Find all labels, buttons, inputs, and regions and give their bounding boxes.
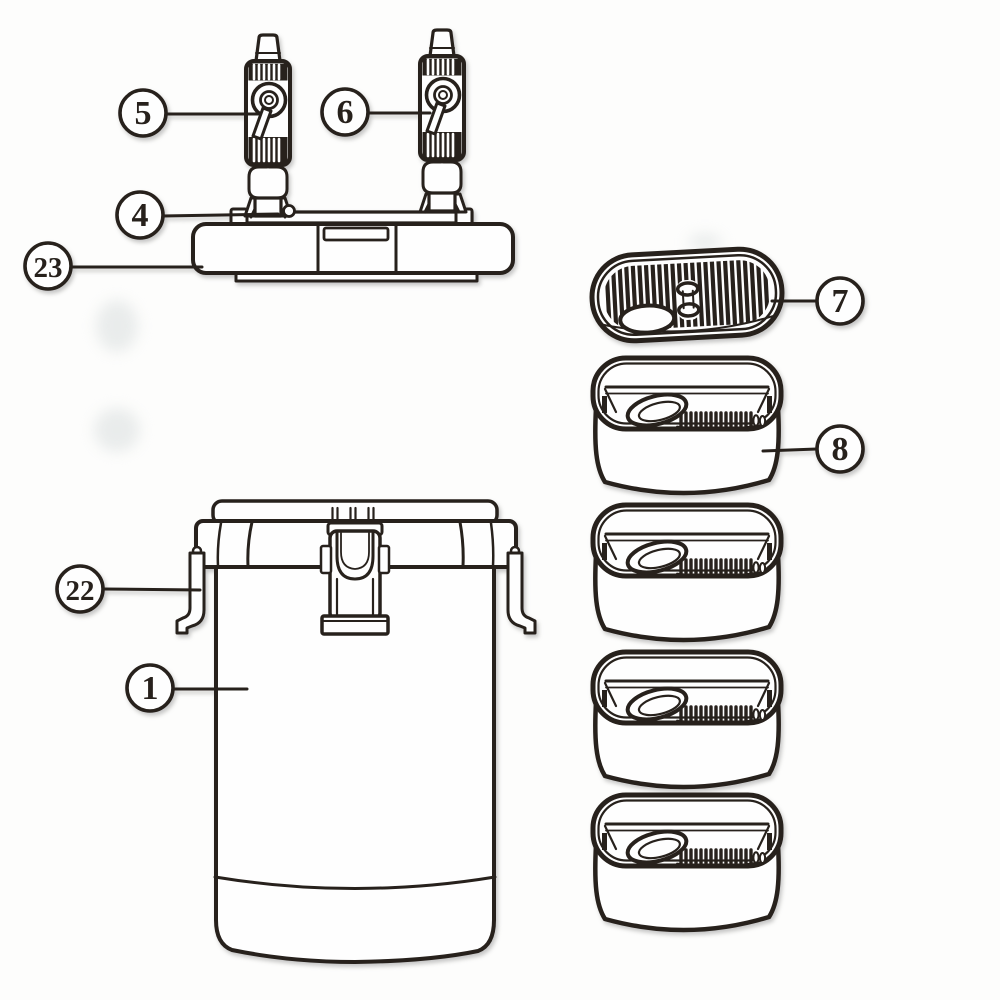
latch-frame-inner — [335, 577, 375, 618]
grid-slat — [716, 258, 725, 331]
callout-circle — [23, 241, 73, 291]
pump-head — [191, 222, 515, 275]
lid-latch — [319, 506, 391, 636]
callout-circle — [55, 564, 105, 614]
callout-5: 5 — [118, 88, 260, 138]
grid-slat — [736, 258, 744, 330]
grid-slat — [610, 263, 619, 332]
callout-circle — [320, 87, 370, 137]
callout-1: 1 — [125, 663, 249, 713]
grid-slat — [749, 258, 758, 329]
callout-circle — [815, 276, 865, 326]
pump-head-button — [322, 226, 390, 242]
canister-body — [214, 564, 496, 964]
callout-leader — [761, 447, 819, 453]
callout-7: 7 — [770, 276, 865, 326]
callout-6: 6 — [320, 87, 432, 137]
latch-handle-inner — [340, 532, 370, 570]
callout-22: 22 — [55, 564, 202, 614]
collar-division — [246, 520, 465, 568]
callout-number: 6 — [337, 94, 354, 131]
callout-leader — [160, 212, 280, 218]
media-basket-2 — [593, 505, 781, 640]
latch-prongs — [331, 506, 375, 528]
valve-right — [418, 28, 466, 214]
paper-smudge — [96, 300, 138, 352]
callout-23: 23 — [23, 241, 204, 291]
latch-tab-right — [377, 544, 391, 575]
latch-tab-left — [319, 544, 333, 575]
grid-slat — [709, 258, 718, 331]
clamp-left — [175, 551, 206, 635]
grid-handle-side — [681, 289, 695, 310]
callout-number: 8 — [832, 431, 849, 468]
clamp-right — [506, 551, 537, 635]
grid-slat — [722, 258, 731, 330]
callout-8: 8 — [761, 424, 865, 474]
canister-assembly — [175, 499, 537, 964]
callout-leader — [101, 587, 202, 592]
pump-head-assembly — [191, 28, 515, 283]
callout-circle — [115, 190, 165, 240]
collar-endcap-edge — [216, 521, 495, 568]
callout-layer: 5 6 4 23 22 1 7 8 — [23, 87, 865, 713]
grid-slat — [696, 259, 705, 332]
callout-4: 4 — [115, 190, 280, 240]
grid-slat — [703, 258, 711, 332]
callout-number: 1 — [142, 670, 159, 707]
grid-handle-bottom — [677, 302, 701, 318]
callout-number: 4 — [132, 197, 149, 234]
media-basket-1 — [593, 358, 781, 493]
grid-slat — [742, 258, 751, 329]
paper-smudge — [94, 408, 140, 452]
grid-cover — [589, 246, 785, 344]
paper-smudge — [688, 234, 722, 250]
media-basket-4 — [593, 795, 781, 930]
canister-base-seam — [213, 875, 497, 890]
grid-handle-top — [675, 281, 700, 297]
callout-number: 5 — [135, 95, 152, 132]
grid-cutout — [618, 303, 677, 335]
pump-head-panel — [316, 222, 398, 275]
latch-foot — [320, 614, 390, 636]
callout-circle — [118, 88, 168, 138]
callout-number: 22 — [66, 575, 95, 607]
latch-handle-u — [335, 531, 375, 581]
valve-left — [244, 33, 292, 219]
callout-circle — [125, 663, 175, 713]
callout-number: 7 — [832, 283, 849, 320]
callout-number: 23 — [34, 252, 63, 284]
media-basket-3 — [593, 652, 781, 787]
grid-slat — [729, 258, 738, 330]
callout-circle — [815, 424, 865, 474]
grid-slat — [755, 258, 764, 329]
